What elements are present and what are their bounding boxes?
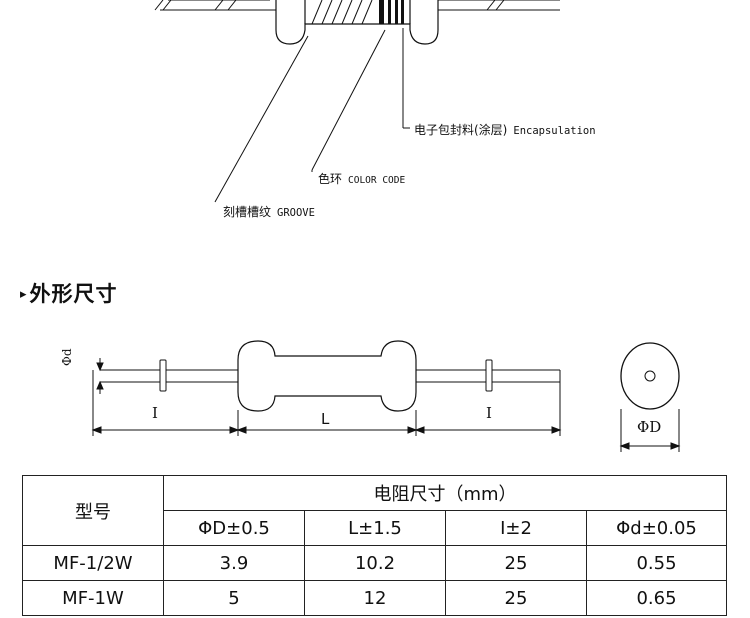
table-header-row: 型号 电阻尺寸（mm） xyxy=(22,475,728,546)
table-cell: 0.55 xyxy=(585,545,728,581)
table-cell-model: MF-1W xyxy=(22,580,164,616)
callout-groove-cn: 刻槽槽纹 xyxy=(223,205,272,219)
column-header: Φd±0.05 xyxy=(585,510,728,546)
column-header: I±2 xyxy=(445,510,587,546)
callout-color-code-en: COLOR CODE xyxy=(348,175,406,186)
table-cell: 12 xyxy=(304,580,446,616)
callout-color-code: 色环 COLOR CODE xyxy=(318,170,405,187)
column-header: ΦD±0.5 xyxy=(163,510,305,546)
column-header: L±1.5 xyxy=(304,510,446,546)
top-left-lead xyxy=(154,0,280,11)
dim-resistor-body xyxy=(237,340,417,412)
dim-label-lead-diameter: Φd xyxy=(60,348,74,366)
callout-groove: 刻槽槽纹 GROOVE xyxy=(223,203,315,220)
left-lead-stop xyxy=(159,359,167,392)
table-row: MF-1/2W 3.9 10.2 25 0.55 xyxy=(22,545,728,581)
table-cell: 3.9 xyxy=(163,545,305,581)
callout-encapsulation-en: Encapsulation xyxy=(513,125,596,137)
callout-color-code-cn: 色环 xyxy=(318,172,343,186)
section-title-text: 外形尺寸 xyxy=(29,282,118,306)
top-right-lead xyxy=(432,0,560,11)
table-cell: 5 xyxy=(163,580,305,616)
table-cell: 25 xyxy=(445,545,587,581)
section-marker-icon: ▸ xyxy=(20,287,28,302)
top-resistor-body xyxy=(275,0,439,45)
dimension-spec-table: 型号 电阻尺寸（mm） ΦD±0.5 L±1.5 I±2 Φd±0.05 MF-… xyxy=(22,475,728,616)
group-header: 电阻尺寸（mm） xyxy=(162,475,728,511)
section-title: ▸外形尺寸 xyxy=(20,278,118,308)
callout-encapsulation-cn: 电子包封料(涂层) xyxy=(414,123,508,137)
dim-label-body-diameter: ΦD xyxy=(637,418,662,436)
callout-groove-en: GROOVE xyxy=(277,207,315,219)
table-cell: 10.2 xyxy=(304,545,446,581)
dimension-drawing xyxy=(91,340,681,452)
table-cell-model: MF-1/2W xyxy=(22,545,164,581)
table-cell: 0.65 xyxy=(585,580,728,616)
end-view-lead xyxy=(644,370,656,382)
leader-lines xyxy=(214,28,410,203)
callout-encapsulation: 电子包封料(涂层) Encapsulation xyxy=(414,121,596,138)
dim-label-left-lead-length: I xyxy=(152,404,158,422)
right-lead-stop xyxy=(485,359,493,392)
groove-hatching xyxy=(311,0,373,25)
end-view-circle xyxy=(620,342,680,410)
table-cell: 25 xyxy=(445,580,587,616)
color-bands xyxy=(379,0,404,24)
dim-label-body-length: L xyxy=(321,410,330,428)
table-row: MF-1W 5 12 25 0.65 xyxy=(22,580,728,616)
model-header: 型号 xyxy=(22,475,164,546)
dim-label-right-lead-length: I xyxy=(486,404,492,422)
